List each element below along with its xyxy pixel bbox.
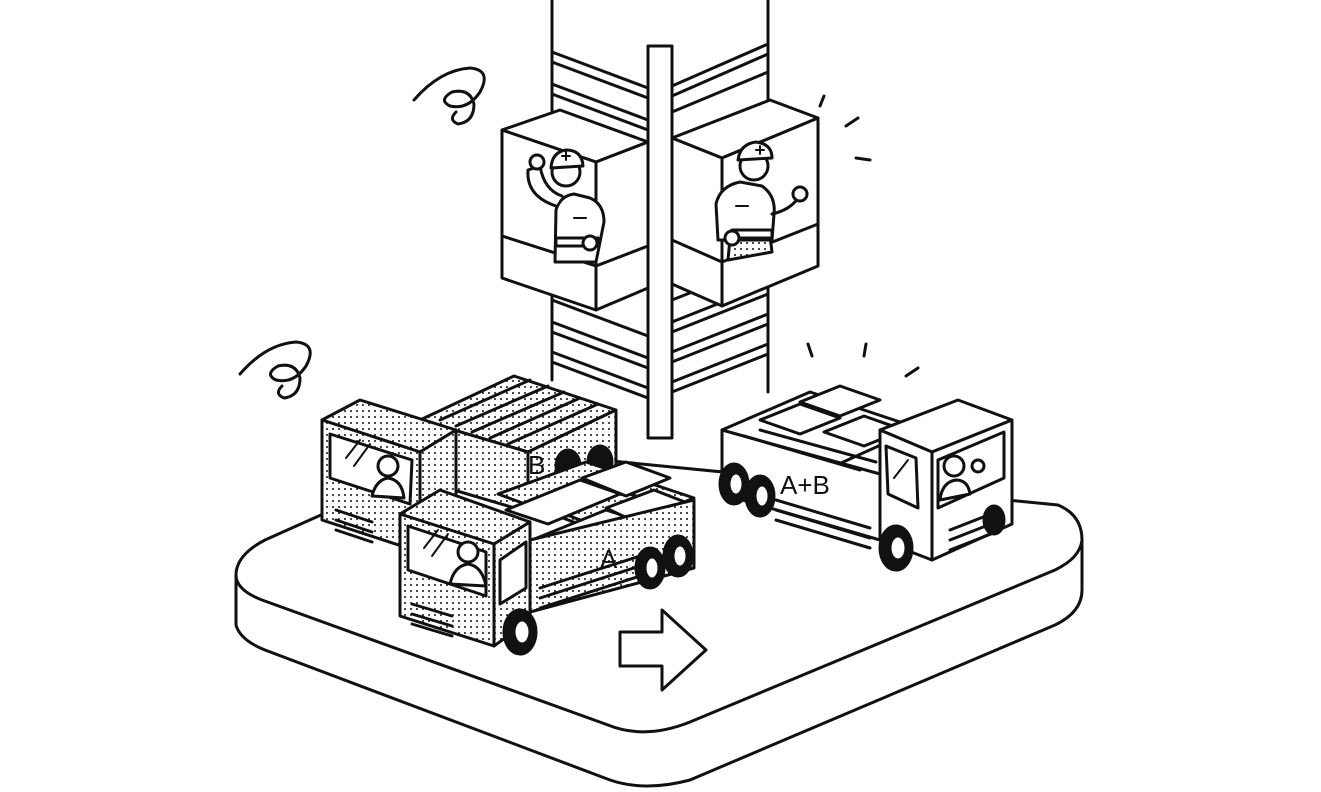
tower-cab-right xyxy=(670,98,820,308)
driver-combined xyxy=(938,454,986,502)
tower-cab-left xyxy=(500,108,650,312)
truck-a: A xyxy=(398,460,696,656)
shake-lines-icon xyxy=(818,94,872,162)
truck-a-cargo-label: A xyxy=(600,544,618,574)
driver-b xyxy=(370,454,406,500)
truck-combined-cargo-label: A+B xyxy=(780,470,830,500)
driver-a xyxy=(448,540,488,588)
shake-lines-icon xyxy=(806,342,920,378)
radio-wave-icon xyxy=(412,66,486,126)
radio-wave-icon xyxy=(238,340,312,400)
truck-b-cargo-label: B xyxy=(528,450,545,480)
right-arrow-icon xyxy=(618,608,708,692)
crane-worker-left xyxy=(526,148,606,264)
crane-worker-right xyxy=(714,140,809,262)
truck-combined: A+B xyxy=(718,384,1014,572)
